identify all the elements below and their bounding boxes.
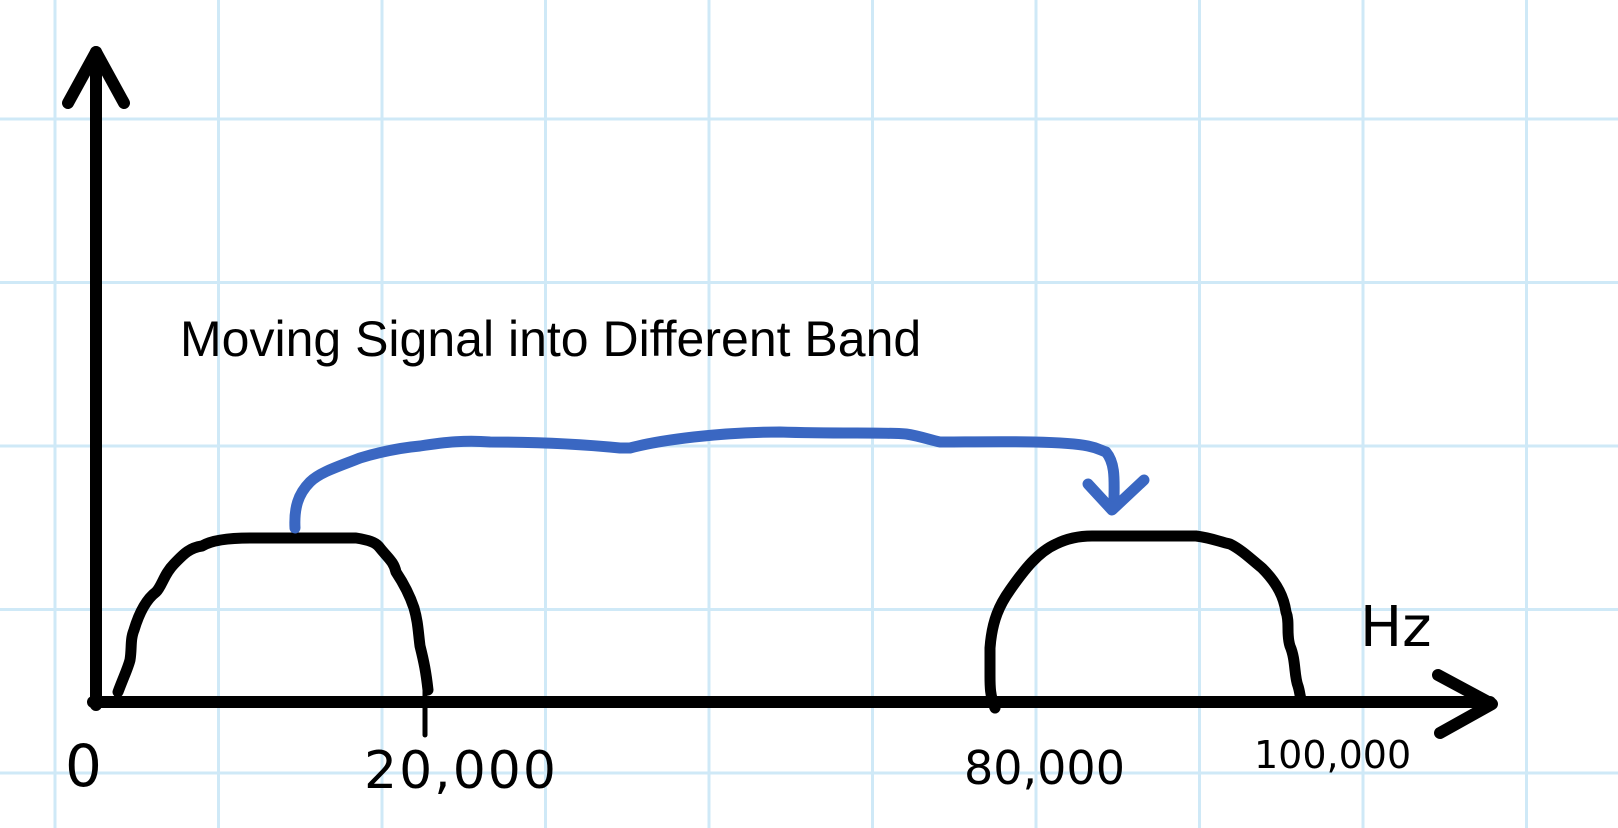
diagram-title: Moving Signal into Different Band bbox=[180, 311, 921, 367]
tick-label-20000: 20,000 bbox=[364, 741, 558, 801]
y-axis-arrowhead bbox=[62, 46, 130, 109]
tick-label-0: 0 bbox=[65, 732, 102, 800]
tick-label-80000: 80,000 bbox=[964, 741, 1125, 795]
tick-label-100000: 100,000 bbox=[1254, 733, 1411, 777]
y-axis bbox=[62, 46, 130, 711]
unit-label: Hz bbox=[1360, 595, 1432, 660]
shift-arrow-curve bbox=[289, 426, 1120, 534]
original-band bbox=[112, 532, 434, 698]
shifted-band bbox=[984, 530, 1308, 714]
shift-arrow bbox=[289, 426, 1150, 534]
x-axis-arrowhead bbox=[1432, 669, 1498, 739]
x-axis bbox=[87, 669, 1498, 739]
shift-arrow-head bbox=[1082, 474, 1150, 516]
